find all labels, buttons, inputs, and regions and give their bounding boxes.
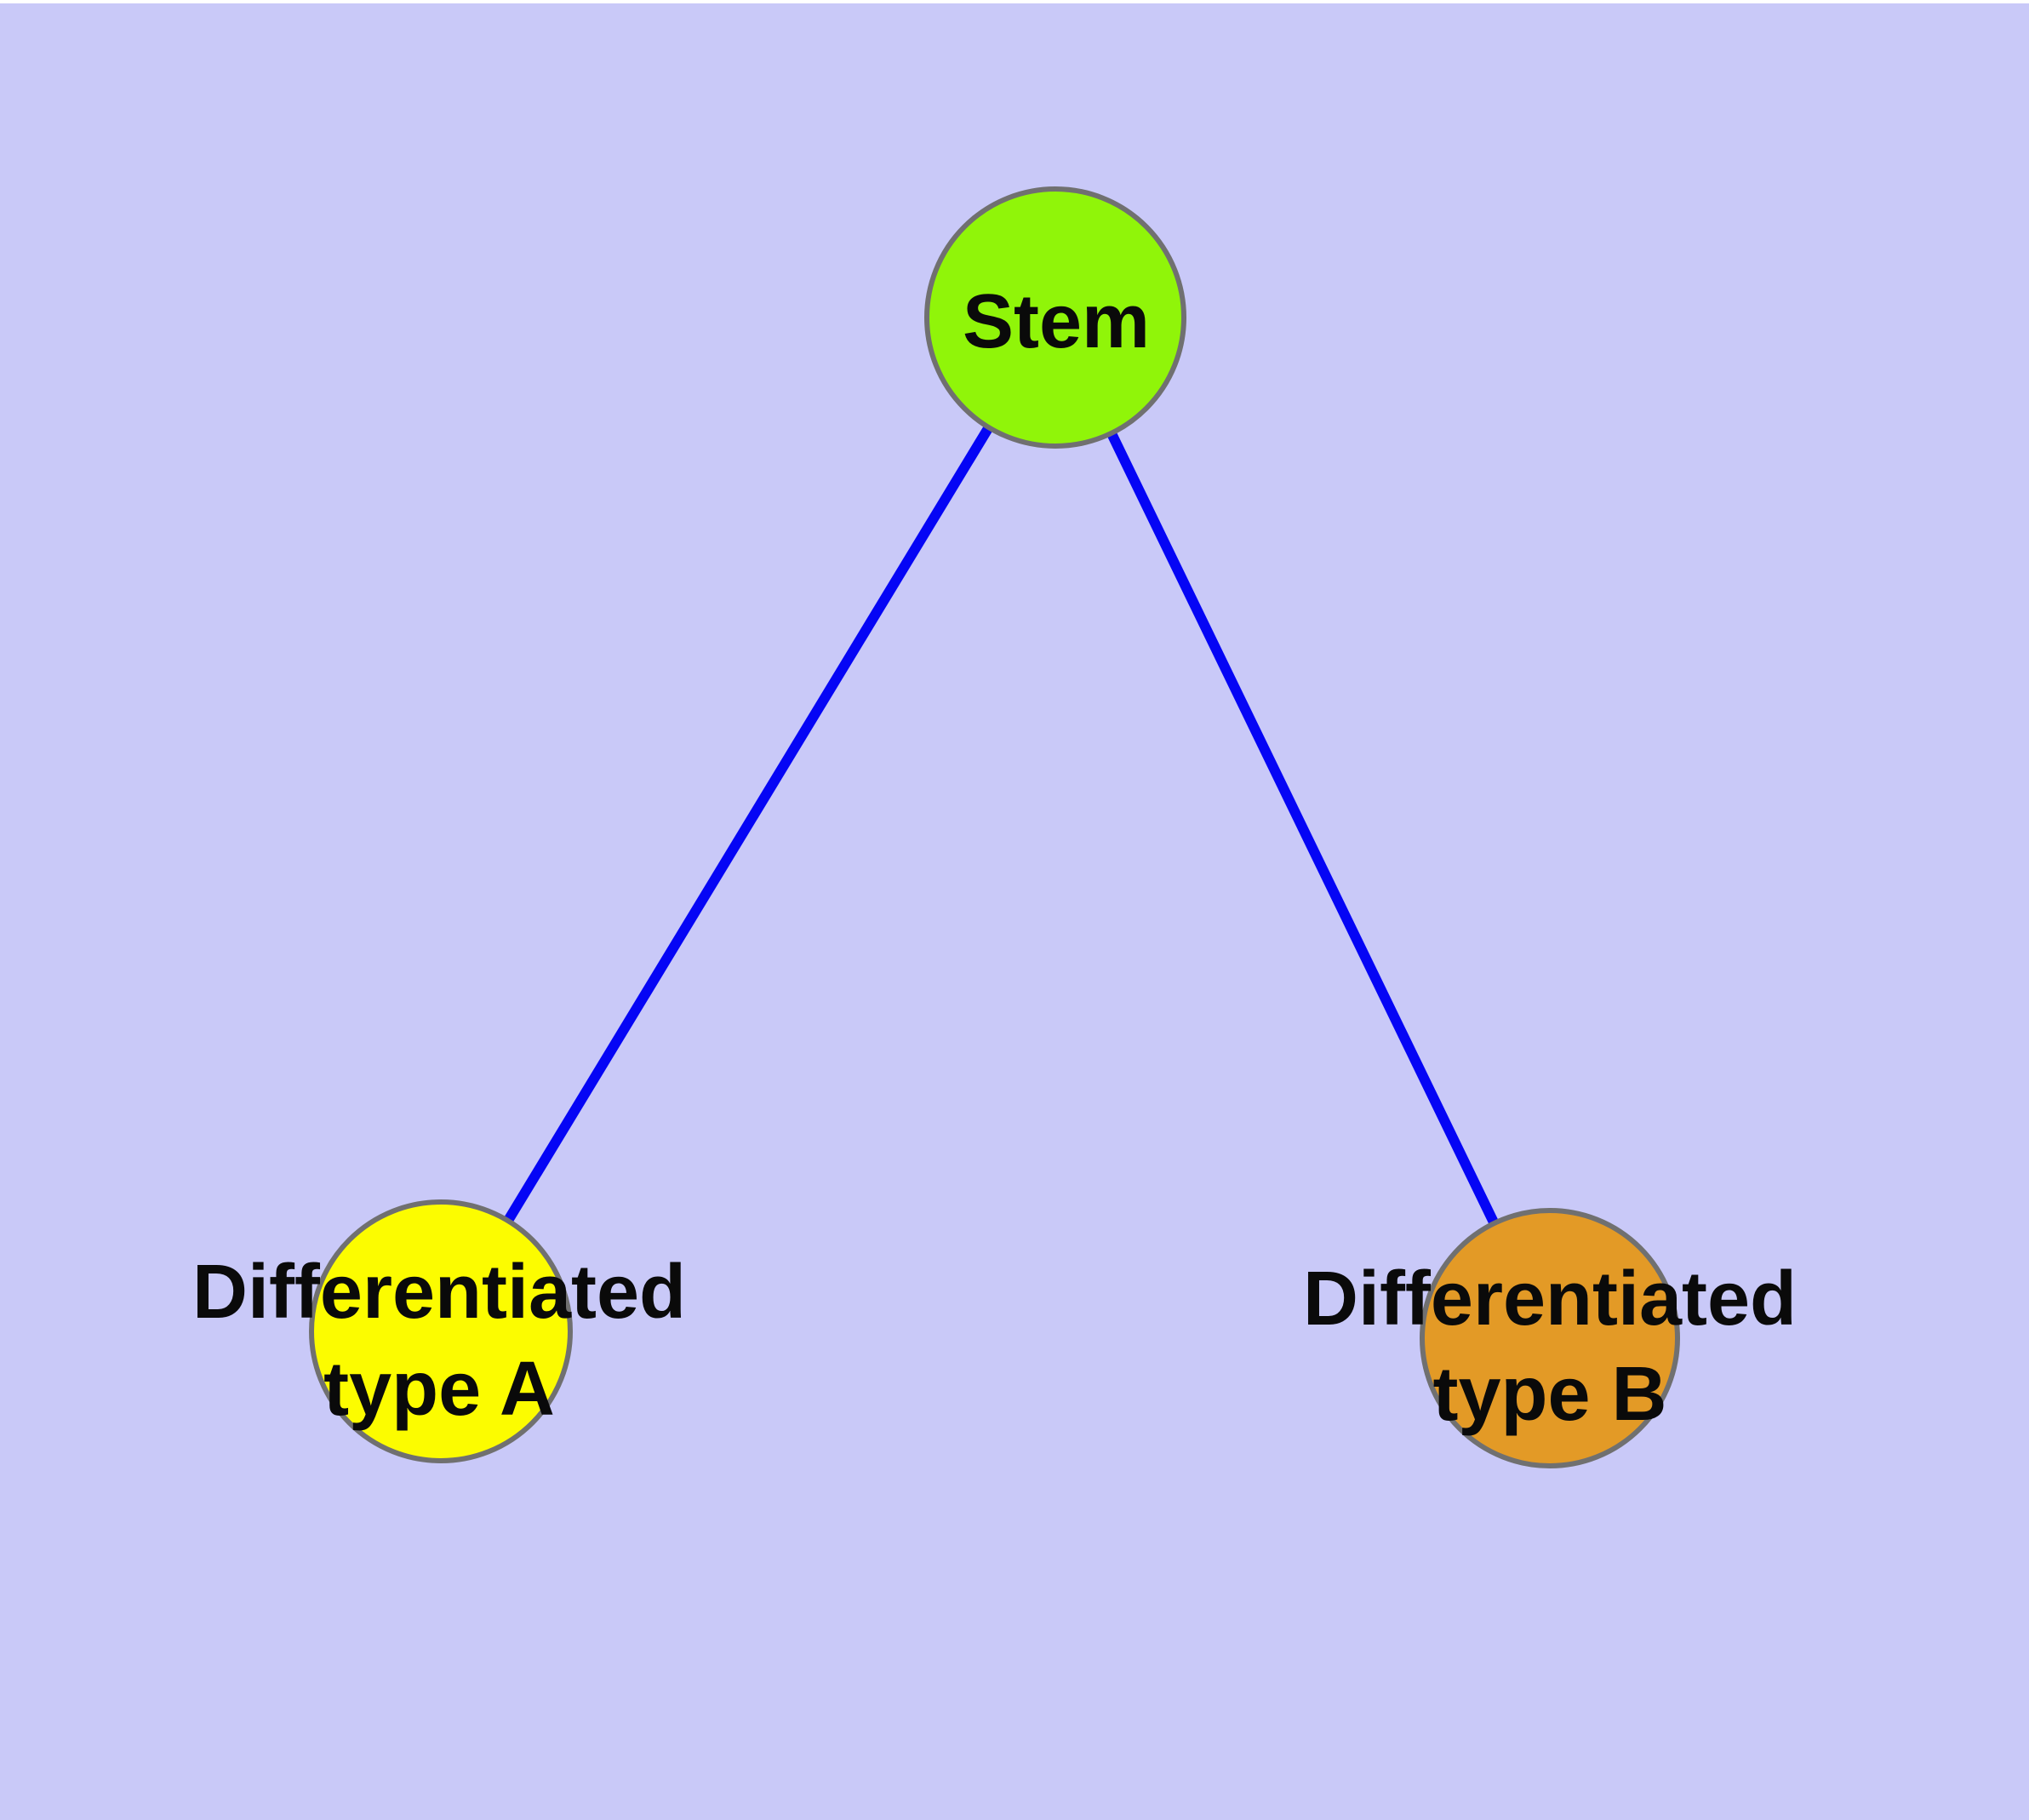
node-stem-circle	[924, 186, 1186, 449]
edge-stem-to-type-b	[1050, 315, 1555, 1341]
node-type-b: Differentiated type B	[1303, 1208, 1797, 1468]
node-type-a: Differentiated type A	[192, 1199, 686, 1463]
node-type-b-label-line1: Differentiated	[1303, 1256, 1797, 1342]
node-stem-label: Stem	[963, 279, 1150, 364]
node-type-a-circle	[309, 1199, 573, 1463]
node-stem: Stem	[924, 186, 1186, 449]
node-type-b-circle	[1420, 1208, 1680, 1468]
node-type-a-label-line1: Differentiated	[192, 1250, 686, 1335]
node-type-a-label-line2: type A	[323, 1347, 555, 1432]
node-type-b-label-line2: type B	[1432, 1352, 1666, 1437]
edge-stem-to-type-a	[436, 314, 1060, 1335]
